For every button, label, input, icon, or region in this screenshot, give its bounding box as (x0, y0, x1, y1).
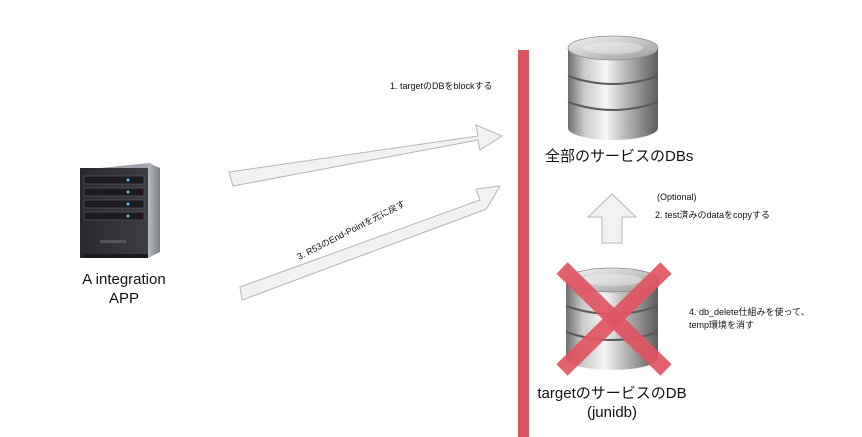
arrow-up-copy (586, 193, 638, 244)
step2-optional-label: (Optional) (657, 192, 697, 202)
source-db-label: targetのサービスのDB (junidb) (532, 384, 692, 422)
step4-label: 4. db_delete仕組みを使って、 temp環境を消す (689, 306, 810, 332)
target-dbs-label: 全部のサービスのDBs (545, 148, 694, 165)
step4-label-line2: temp環境を消す (689, 320, 755, 330)
step1-label: 1. targetのDBをblockする (390, 81, 493, 91)
step4-label-line1: 4. db_delete仕組みを使って、 (689, 307, 810, 317)
database-icon (567, 35, 659, 140)
barrier-bar (518, 50, 529, 437)
cross-icon (556, 262, 672, 376)
arrow-step-3 (239, 185, 501, 301)
step2-label: 2. test済みのdataをcopyする (655, 210, 771, 220)
source-db-label-line1: targetのサービスのDB (537, 385, 687, 402)
app-label-line2: APP (108, 290, 139, 307)
arrow-step-1 (228, 124, 504, 187)
app-label: A integration APP (62, 270, 186, 308)
app-label-line1: A integration (82, 271, 166, 288)
server-icon (80, 163, 160, 258)
source-db-label-line2: (junidb) (586, 404, 638, 421)
